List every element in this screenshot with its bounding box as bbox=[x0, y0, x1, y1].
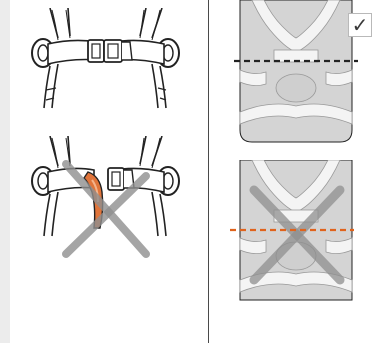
buckle-correct-illustration bbox=[28, 8, 183, 113]
height-incorrect-illustration bbox=[230, 160, 362, 310]
correct-check-icon: ✓ bbox=[348, 13, 372, 37]
height-correct-illustration bbox=[230, 0, 362, 145]
column-divider bbox=[208, 0, 209, 343]
buckle-incorrect-illustration bbox=[28, 136, 183, 261]
page-margin bbox=[0, 0, 10, 343]
